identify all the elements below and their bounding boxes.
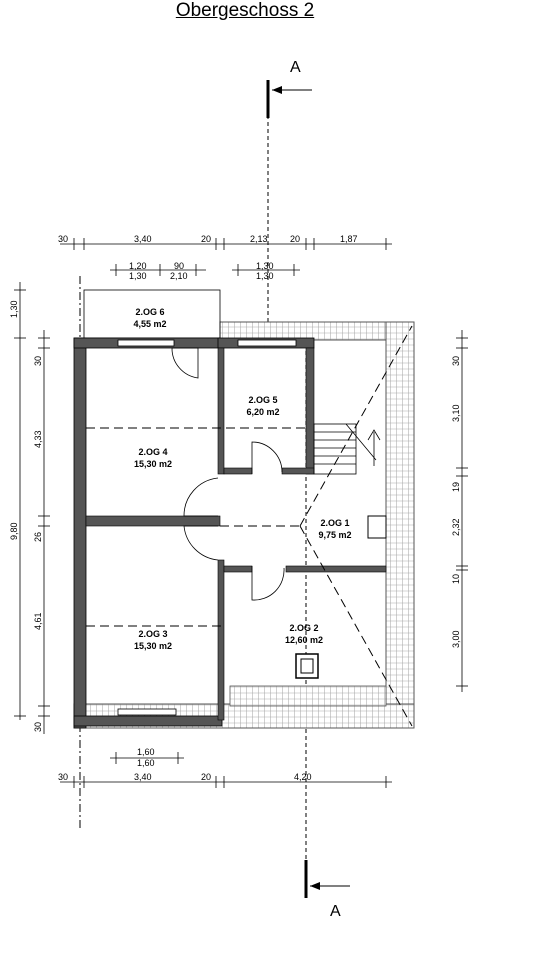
dim-left: 4,33 [33, 430, 43, 448]
dim-top: 2,13 [250, 234, 268, 244]
dim-left: 30 [33, 356, 43, 366]
dim-right: 3,00 [451, 630, 461, 648]
dim-bottom: 3,40 [134, 772, 152, 782]
room-name: 2.OG 3 [138, 629, 167, 639]
room-area: 9,75 m2 [318, 530, 351, 540]
dim-right: 30 [451, 356, 461, 366]
dim-top: 3,40 [134, 234, 152, 244]
room-name: 2.OG 5 [248, 395, 277, 405]
dimension-lines [14, 238, 468, 788]
chimney [295, 653, 319, 679]
dim-top: 1,87 [340, 234, 358, 244]
dim-right: 3,10 [451, 404, 461, 422]
dim-bottom-window: 1,60 [137, 747, 155, 757]
dim-left: 26 [33, 532, 43, 542]
dim-right: 10 [451, 574, 461, 584]
room-area: 4,55 m2 [133, 319, 166, 329]
plan-title: Obergeschoss 2 [175, 0, 315, 21]
roof-window [367, 515, 387, 539]
dim-left: 1,30 [9, 300, 19, 318]
dim-bottom: 20 [201, 772, 211, 782]
room-name: 2.OG 2 [289, 623, 318, 633]
dim-top-window: 2,10 [170, 271, 188, 281]
dim-top-window: 1,30 [256, 261, 274, 271]
room-area: 6,20 m2 [246, 407, 279, 417]
dim-top: 20 [201, 234, 211, 244]
stair [313, 423, 381, 475]
room-name: 2.OG 4 [138, 447, 167, 457]
room-area: 15,30 m2 [134, 641, 172, 651]
dim-top-window: 90 [174, 261, 184, 271]
room-name: 2.OG 1 [320, 518, 349, 528]
room-labels: 2.OG 6 4,55 m2 2.OG 5 6,20 m2 2.OG 4 15,… [133, 307, 351, 651]
dim-bottom: 30 [58, 772, 68, 782]
dim-top: 30 [58, 234, 68, 244]
dim-top-window: 1,20 [129, 261, 147, 271]
dim-top-window: 1,30 [129, 271, 147, 281]
dim-bottom-window: 1,60 [137, 758, 155, 768]
roof-overhang [73, 321, 415, 729]
windows [117, 339, 297, 716]
dim-top-window: 1,30 [256, 271, 274, 281]
room-name: 2.OG 6 [135, 307, 164, 317]
section-line [266, 80, 350, 898]
door-swings [171, 347, 285, 601]
dimension-labels: 30 3,40 20 2,13 20 1,87 1,20 90 1,30 2,1… [9, 234, 461, 782]
section-marker-top: A [290, 59, 301, 76]
room-area: 12,60 m2 [285, 635, 323, 645]
dim-right: 19 [451, 482, 461, 492]
interior-walls [85, 347, 387, 721]
room-area: 15,30 m2 [134, 459, 172, 469]
dim-left: 9,80 [9, 522, 19, 540]
roof-ridge-lines [86, 325, 413, 727]
dim-left: 4,61 [33, 612, 43, 630]
section-marker-bottom: A [330, 903, 341, 920]
dim-right: 2,32 [451, 518, 461, 536]
dim-left: 30 [33, 722, 43, 732]
dim-top: 20 [290, 234, 300, 244]
exterior-walls [73, 337, 315, 729]
dim-bottom: 4,20 [294, 772, 312, 782]
